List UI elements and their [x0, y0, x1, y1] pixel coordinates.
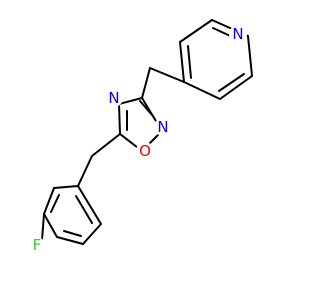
atom-label-n: N: [232, 25, 243, 43]
bond: [179, 19, 213, 43]
atom-oxadiazole-n2: N: [154, 118, 172, 136]
molecule-canvas: N N N O F: [29, 19, 253, 254]
molecule-structure: N N N O F: [29, 19, 253, 254]
bond: [77, 155, 93, 187]
bond: [187, 45, 192, 79]
bond: [82, 223, 102, 245]
bond: [43, 187, 55, 215]
bond: [118, 97, 143, 105]
bond: [218, 73, 245, 92]
pyridine-ring: [179, 19, 253, 100]
bond: [219, 75, 253, 100]
bond: [41, 213, 45, 241]
bond: [63, 230, 82, 237]
bond: [43, 213, 58, 238]
atom-label-o: O: [139, 142, 151, 160]
bond: [141, 67, 151, 99]
fluorophenyl-ring: [43, 185, 102, 245]
atom-oxadiazole-o: O: [136, 142, 154, 160]
atom-label-n: N: [108, 89, 119, 107]
atom-label-f: F: [33, 236, 42, 254]
atom-pyridine-n: N: [229, 25, 247, 43]
atom-fluorine: F: [29, 236, 45, 254]
bond: [53, 185, 79, 189]
bond: [50, 194, 60, 213]
bond: [183, 81, 221, 100]
bond: [139, 100, 153, 116]
atom-oxadiazole-n4: N: [105, 89, 123, 107]
bond: [56, 236, 84, 245]
bond: [179, 41, 185, 83]
bond: [118, 103, 121, 135]
bond: [149, 67, 185, 83]
atom-label-n: N: [157, 118, 168, 136]
bond: [247, 35, 253, 77]
bond: [75, 195, 93, 224]
bond: [91, 133, 121, 157]
bond: [77, 185, 102, 225]
